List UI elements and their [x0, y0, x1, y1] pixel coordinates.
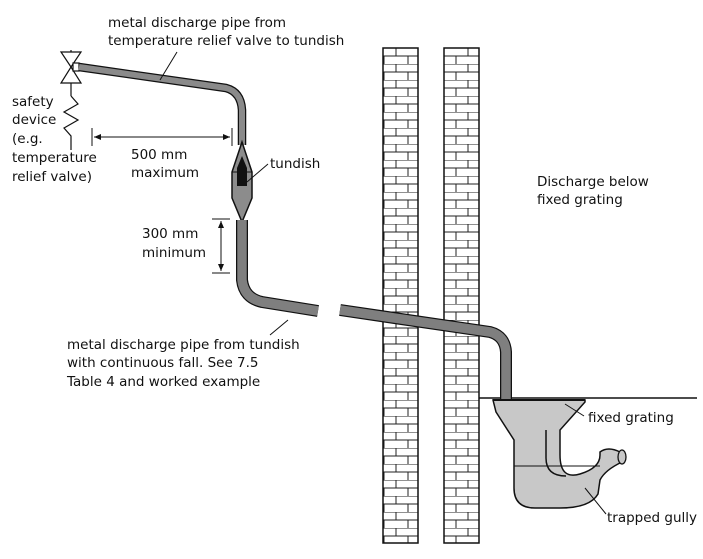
leader-lines: [159, 51, 607, 515]
label-tundish: tundish: [270, 156, 320, 172]
label-safety-line1: safety: [12, 94, 54, 110]
label-500mm-line2: maximum: [131, 165, 199, 181]
label-500mm-line1: 500 mm: [131, 147, 187, 163]
label-safety-line3: (e.g.: [12, 131, 43, 147]
label-lower-pipe-line1: metal discharge pipe from tundish: [67, 337, 300, 353]
label-safety-line5: relief valve): [12, 169, 92, 185]
leader-upper-pipe: [159, 51, 178, 81]
label-300mm-line2: minimum: [142, 245, 206, 261]
leader-fixed-grating: [564, 403, 585, 417]
label-safety-line2: device: [12, 112, 56, 128]
safety-valve-icon: [59, 50, 83, 150]
label-discharge-line2: fixed grating: [537, 192, 623, 208]
label-300mm-line1: 300 mm: [142, 226, 198, 242]
leader-trapped-gully: [584, 487, 607, 515]
label-safety-line4: temperature: [12, 150, 97, 166]
label-discharge-line1: Discharge below: [537, 174, 649, 190]
label-lower-pipe-line2: with continuous fall. See 7.5: [67, 355, 259, 371]
break-line-icon: [62, 95, 80, 150]
dimension-300mm: [212, 218, 230, 274]
trapped-gully-icon: [492, 399, 627, 509]
label-lower-pipe-line3: Table 4 and worked example: [66, 374, 260, 390]
label-trapped-gully: trapped gully: [607, 510, 697, 526]
brick-walls: [382, 47, 697, 544]
label-upper-pipe-line2: temperature relief valve to tundish: [108, 33, 344, 49]
dimension-500mm: [91, 128, 233, 146]
leader-tundish: [246, 163, 269, 183]
tundish-icon: [231, 139, 253, 224]
right-brick-wall: [443, 47, 480, 544]
leader-lower-pipe: [269, 319, 289, 336]
left-brick-wall: [382, 47, 419, 544]
label-upper-pipe-line1: metal discharge pipe from: [108, 15, 286, 31]
label-fixed-grating: fixed grating: [588, 410, 674, 426]
